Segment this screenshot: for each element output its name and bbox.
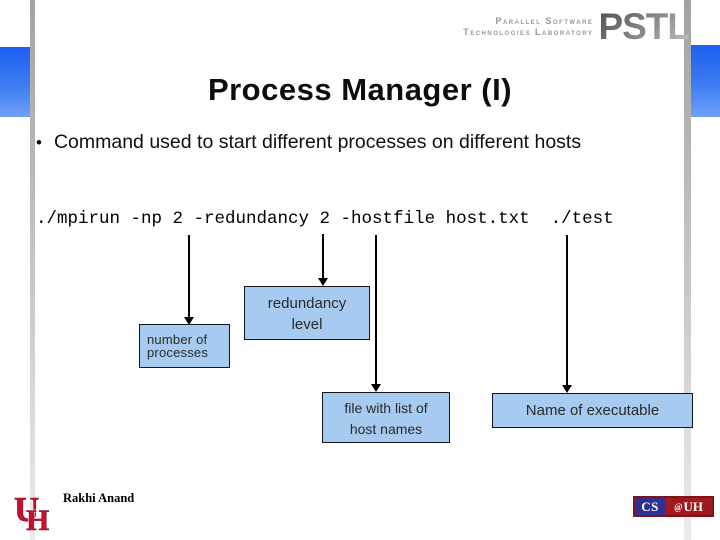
- left-gray-bar: [30, 0, 35, 540]
- annotation-line: Name of executable: [525, 402, 660, 419]
- right-blue-band: [691, 45, 720, 117]
- left-blue-band: [0, 47, 30, 117]
- csuh-logo-cs: CS: [635, 498, 665, 515]
- command-line: ./mpirun -np 2 -redundancy 2 -hostfile h…: [36, 209, 614, 229]
- csuh-logo: CS @ UH: [633, 496, 714, 517]
- bullet-text: Command used to start different processe…: [53, 131, 582, 153]
- uh-monogram-logo: U H H: [14, 490, 50, 534]
- bullet-marker: •: [36, 133, 42, 152]
- arrow-redundancy-head: [318, 278, 328, 286]
- csuh-logo-uh: UH: [683, 498, 703, 514]
- pstl-acronym-logo: PSTL: [598, 6, 690, 47]
- annotation-line: host names: [349, 421, 423, 437]
- annotation-box-hostfile: file with list of host names: [322, 392, 450, 443]
- annotation-box-executable: Name of executable: [492, 393, 693, 428]
- author-name: Rakhi Anand: [63, 491, 135, 505]
- arrow-executable-head: [562, 385, 572, 393]
- uh-logo-letter-u: U: [14, 490, 39, 529]
- annotation-line: level: [291, 316, 323, 333]
- annotation-box-number-of-processes: number of processes: [139, 324, 230, 368]
- annotation-line: processes: [147, 345, 209, 360]
- page-title: Process Manager (I): [207, 72, 513, 107]
- arrow-np-head: [184, 317, 194, 325]
- pstl-logo-caption: Parallel Software Technologies Laborator…: [463, 16, 593, 38]
- csuh-logo-at: @: [674, 501, 683, 512]
- arrow-hostfile-line: [375, 235, 377, 385]
- pstl-caption-line1: Parallel Software: [495, 16, 594, 26]
- uh-logo-letter-h: H: [26, 504, 49, 534]
- csuh-logo-at-uh: @ UH: [665, 498, 712, 515]
- arrow-redundancy-line: [322, 234, 324, 279]
- arrow-executable-line: [566, 235, 568, 386]
- annotation-box-redundancy-level: redundancy level: [244, 286, 370, 340]
- arrow-np-line: [188, 235, 190, 318]
- uh-logo-letter-h-outline: H: [26, 504, 49, 534]
- annotation-line: file with list of: [344, 400, 428, 416]
- annotation-line: redundancy: [267, 295, 347, 312]
- pstl-caption-line2: Technologies Laboratory: [463, 27, 594, 37]
- bullet-item: • Command used to start different proces…: [36, 131, 686, 154]
- right-gray-bar: [684, 0, 691, 540]
- annotation-line: number of: [147, 332, 208, 347]
- pstl-logo: Parallel Software Technologies Laborator…: [463, 6, 690, 48]
- arrow-hostfile-head: [371, 384, 381, 392]
